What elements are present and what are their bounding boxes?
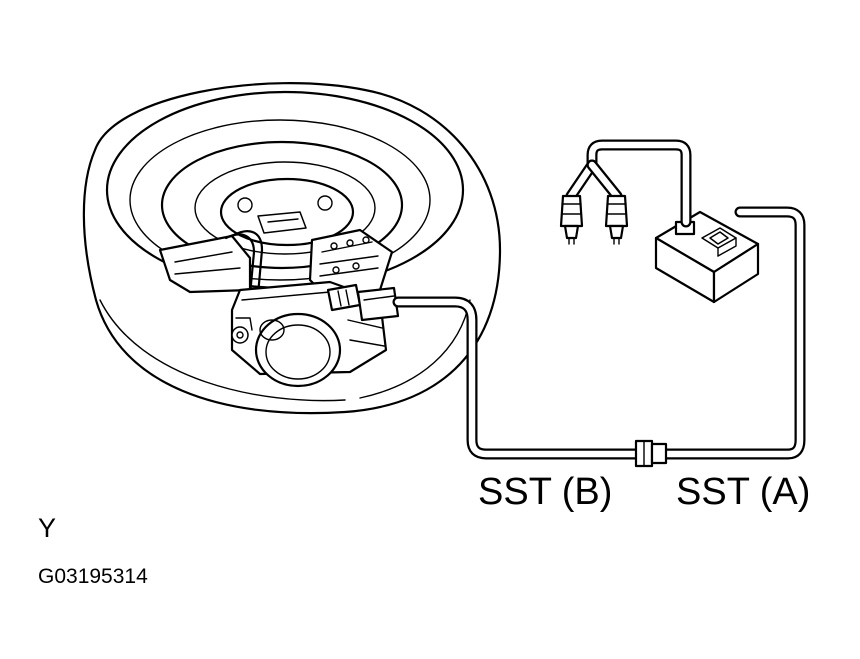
lead-wires bbox=[565, 139, 692, 228]
inline-connector bbox=[634, 439, 668, 468]
connector-icon bbox=[326, 283, 400, 322]
plug-icon bbox=[559, 194, 629, 245]
view-label: Y bbox=[38, 513, 57, 543]
figure-code: G03195314 bbox=[38, 565, 148, 588]
sst-b-label: SST (B) bbox=[478, 471, 613, 513]
tester-box-icon bbox=[654, 210, 760, 304]
sst-a-label: SST (A) bbox=[676, 471, 811, 513]
